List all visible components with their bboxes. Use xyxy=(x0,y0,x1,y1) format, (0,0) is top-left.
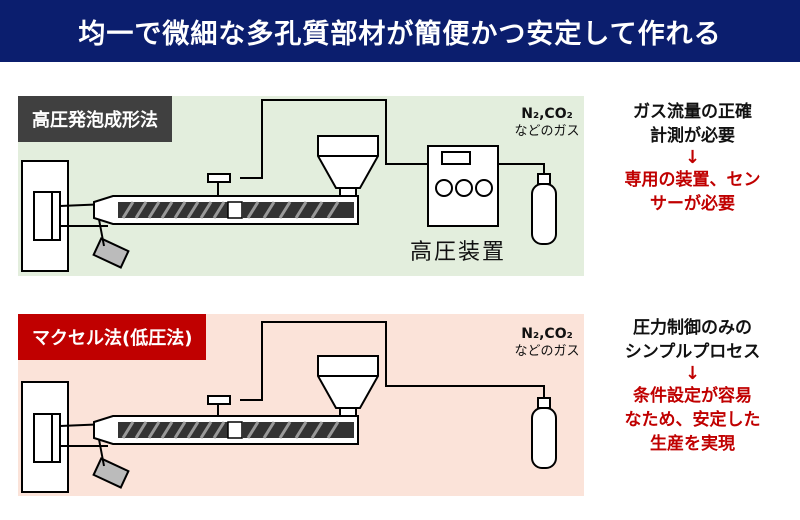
injection-molding-machine-diagram xyxy=(21,321,557,493)
screw-front xyxy=(118,202,228,218)
high-pressure-device-label: 高圧装置 xyxy=(410,240,507,265)
down-arrow-icon: ↓ xyxy=(684,147,701,168)
maxell-method-panel: マクセル法(低圧法) N₂,CO₂ xyxy=(18,314,584,496)
method-tag-maxell: マクセル法(低圧法) xyxy=(18,314,207,360)
injection-molding-machine-diagram xyxy=(21,99,557,272)
hopper xyxy=(317,355,379,409)
hopper xyxy=(317,135,379,189)
down-arrow-icon: ↓ xyxy=(684,363,701,384)
maxell-notes: 圧力制御のみの シンプルプロセス ↓ 条件設定が容易 なため、安定した 生産を実… xyxy=(590,316,795,456)
gas-cylinder xyxy=(531,183,557,245)
gas-label: N₂,CO₂ などのガス xyxy=(514,326,580,359)
gas-cylinder xyxy=(531,407,557,469)
gas-label: N₂,CO₂ などのガス xyxy=(514,106,580,139)
gas-injector xyxy=(207,173,231,183)
gas-injector xyxy=(207,395,231,405)
high-pressure-notes: ガス流量の正確 計測が必要 ↓ 専用の装置、セン サーが必要 xyxy=(590,100,795,216)
screw-front xyxy=(118,422,228,438)
method-tag-high-pressure: 高圧発泡成形法 xyxy=(18,96,172,142)
gas-line xyxy=(240,99,428,179)
motor xyxy=(92,237,130,269)
motor xyxy=(92,457,130,489)
gas-line xyxy=(240,321,545,401)
high-pressure-panel: 高圧発泡成形法 xyxy=(18,96,584,276)
page-title: 均一で微細な多孔質部材が簡便かつ安定して作れる xyxy=(0,0,800,62)
